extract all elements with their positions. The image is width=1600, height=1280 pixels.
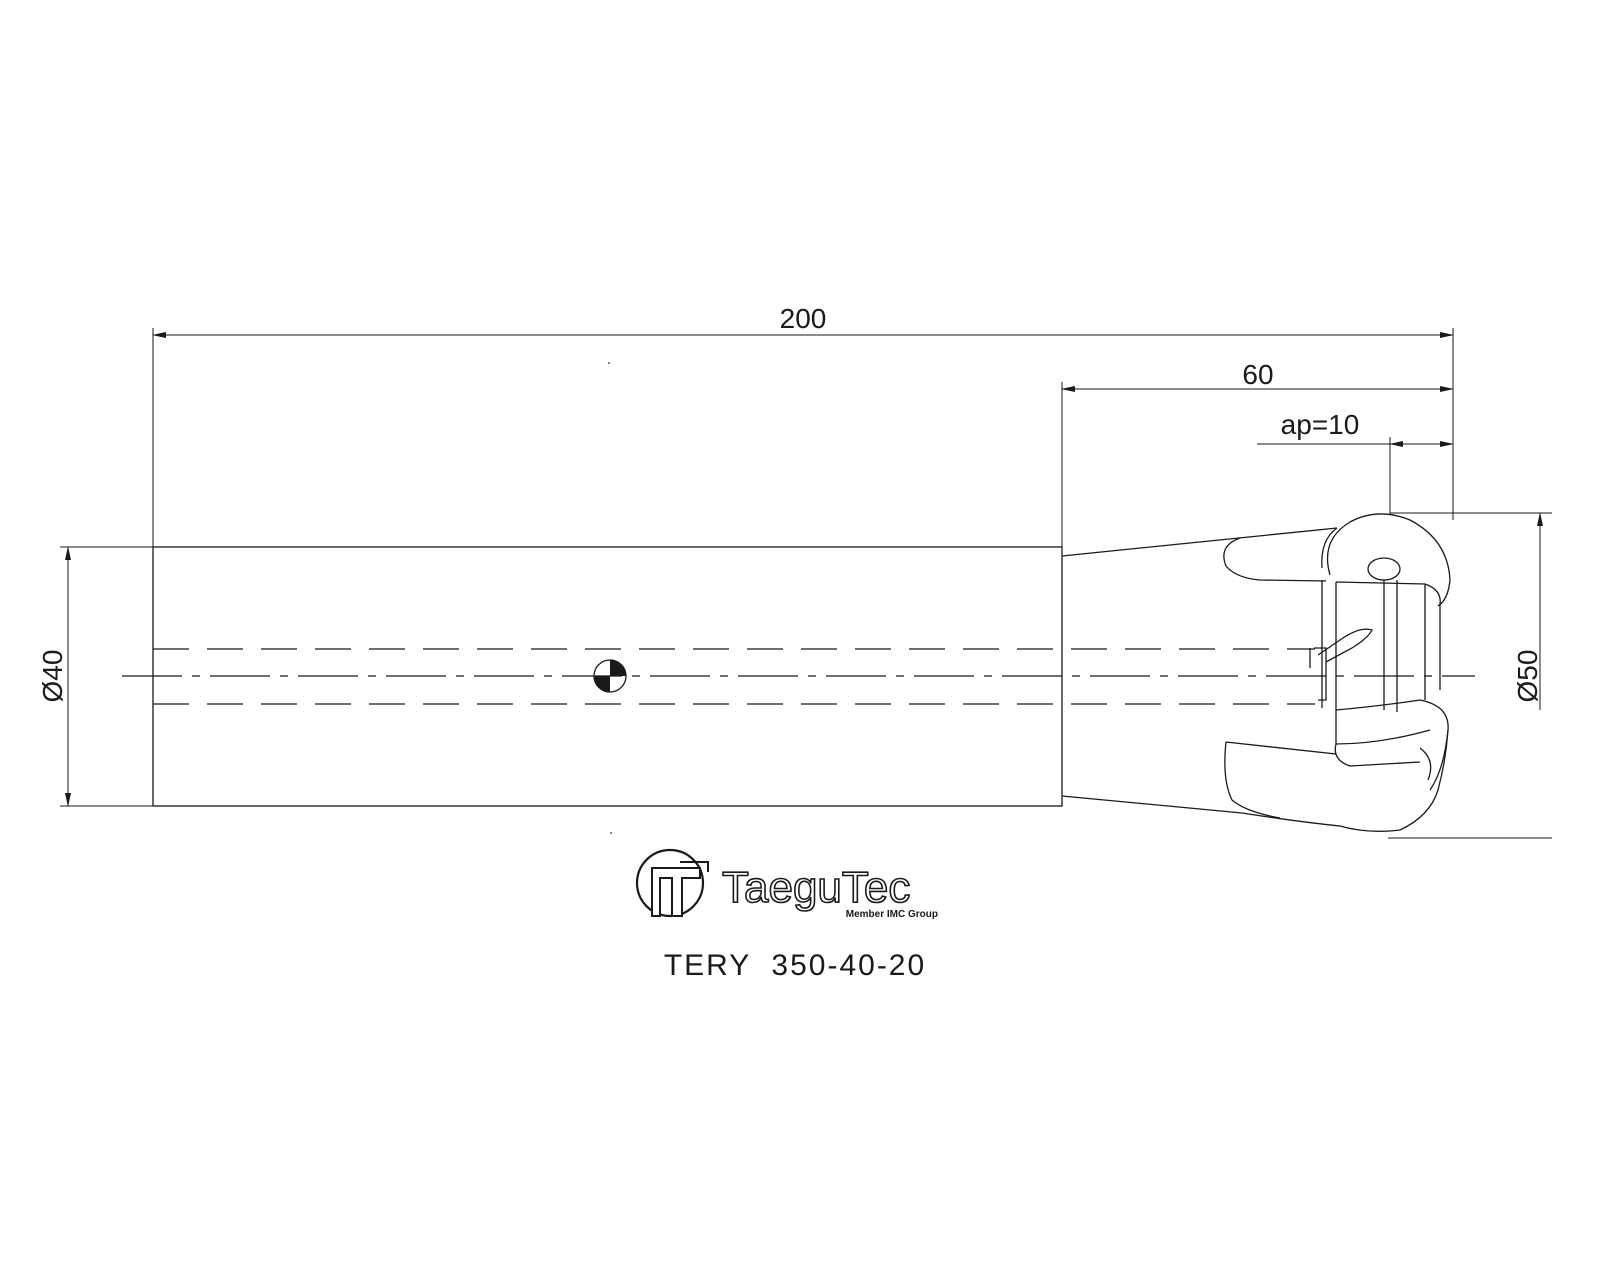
taegutec-logo: TaeguTec Member IMC Group xyxy=(637,850,938,920)
logo-tagline: Member IMC Group xyxy=(846,909,938,920)
dimension-ap-label: ap=10 xyxy=(1281,409,1360,440)
stray-dot xyxy=(608,362,610,364)
stray-dot xyxy=(610,832,612,834)
section-symbol xyxy=(594,660,626,692)
dimension-overall-length: 200 xyxy=(153,303,1453,547)
logo-brand: TaeguTec xyxy=(722,863,910,912)
dimension-head-length: 60 xyxy=(1062,359,1453,555)
dimension-overall-length-label: 200 xyxy=(780,303,827,334)
dimension-shank-diameter-label: Ø40 xyxy=(37,650,68,703)
model-code: TERY 350-40-20 xyxy=(664,949,926,982)
cutter-head xyxy=(1062,514,1450,831)
dimension-ap: ap=10 xyxy=(1257,409,1453,515)
dimension-cutting-diameter-label: Ø50 xyxy=(1512,650,1543,703)
dimension-head-length-label: 60 xyxy=(1242,359,1273,390)
